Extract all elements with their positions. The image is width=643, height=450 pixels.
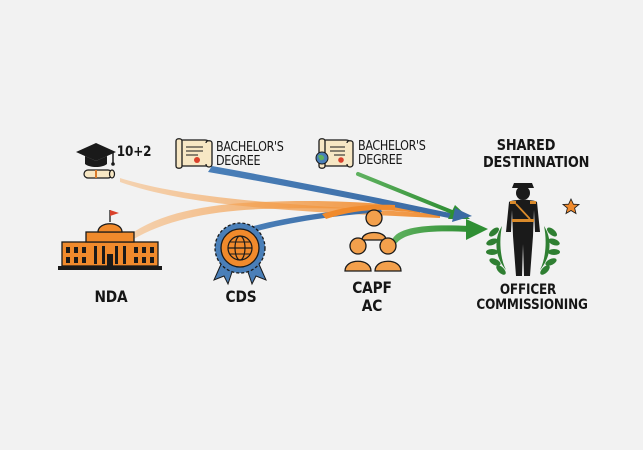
source-label-10plus2: 10+2	[116, 144, 152, 160]
diploma-roll-icon	[83, 169, 116, 179]
flow-blue-cds	[246, 207, 382, 233]
diploma-scroll-globe-icon	[315, 138, 354, 169]
diploma-scroll-icon	[175, 138, 213, 169]
arrowhead-blue	[452, 208, 472, 222]
destination-label: OFFICER COMMISSIONING	[476, 282, 588, 314]
entry-label-nda: NDA	[94, 287, 128, 306]
group-people-icon	[344, 209, 402, 272]
flow-orange-top	[120, 178, 440, 218]
flow-green-capf	[392, 225, 470, 244]
laurel-wreath-icon	[486, 226, 560, 275]
graduation-cap-icon	[76, 143, 116, 179]
flow-orange-capf	[322, 204, 395, 219]
arrowhead-green-bottom	[466, 219, 488, 240]
source-label-bachelors-2: BACHELOR'S DEGREE	[358, 139, 426, 169]
flow-green-bachelor-2	[356, 172, 454, 214]
flow-streams	[120, 166, 488, 244]
destination-heading: SHARED DESTINNATION	[483, 136, 590, 171]
officer-silhouette-icon	[506, 183, 540, 276]
star-icon	[561, 198, 581, 215]
entry-label-cds: CDS	[225, 287, 257, 306]
flow-orange-nda	[128, 200, 420, 240]
source-label-bachelors-1: BACHELOR'S DEGREE	[216, 140, 284, 170]
globe-badge-icon	[213, 222, 267, 286]
government-building-icon	[58, 210, 162, 270]
entry-label-capf: CAPF AC	[352, 278, 392, 315]
